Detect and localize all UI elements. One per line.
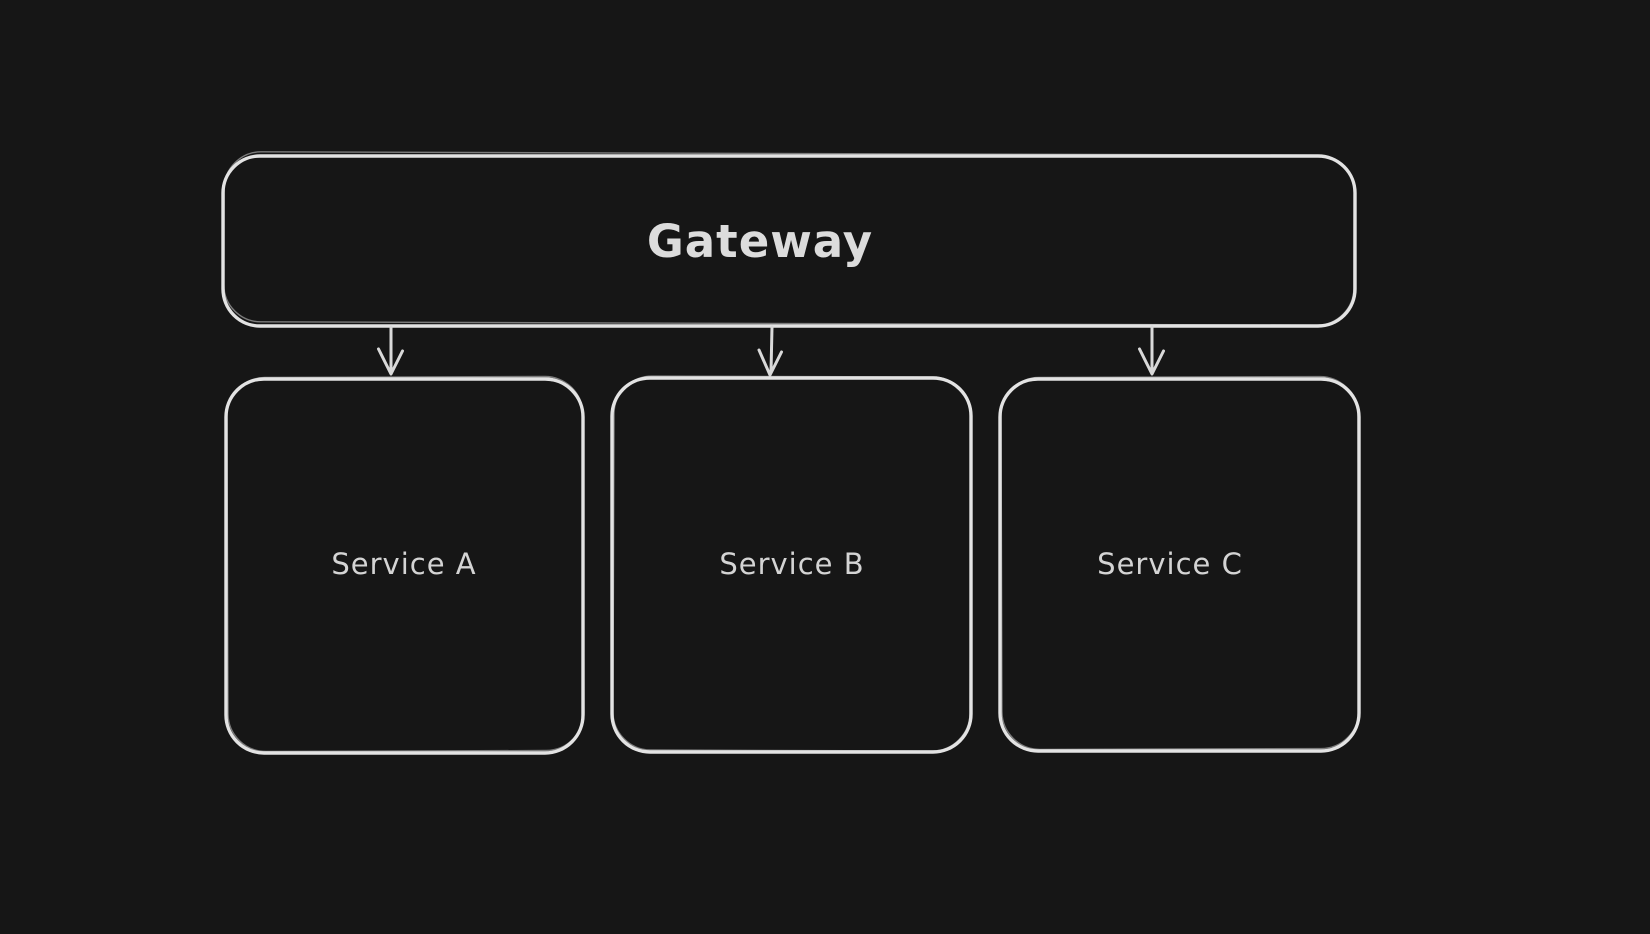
gateway-box[interactable] [221,154,1357,328]
arrowhead-icon [757,348,783,377]
arrowhead-icon [377,347,404,376]
service-c-box[interactable] [998,377,1361,753]
arrowhead-icon [1138,347,1165,376]
service-a-label: Service A [331,547,476,581]
service-a-box[interactable] [224,377,585,755]
node-service-a[interactable]: Service A [224,375,585,755]
arrow-gateway-to-service-b[interactable] [757,325,783,377]
service-b-box[interactable] [610,376,973,754]
node-service-b[interactable]: Service B [610,375,973,754]
gateway-label: Gateway [647,215,873,268]
service-c-label: Service C [1097,547,1243,581]
node-gateway[interactable]: Gateway [221,151,1357,328]
arrow-gateway-to-service-c[interactable] [1138,325,1165,376]
arrow-stem [769,325,774,374]
node-service-c[interactable]: Service C [998,375,1361,753]
service-b-label: Service B [719,547,864,581]
arrow-gateway-to-service-a[interactable] [377,325,404,376]
